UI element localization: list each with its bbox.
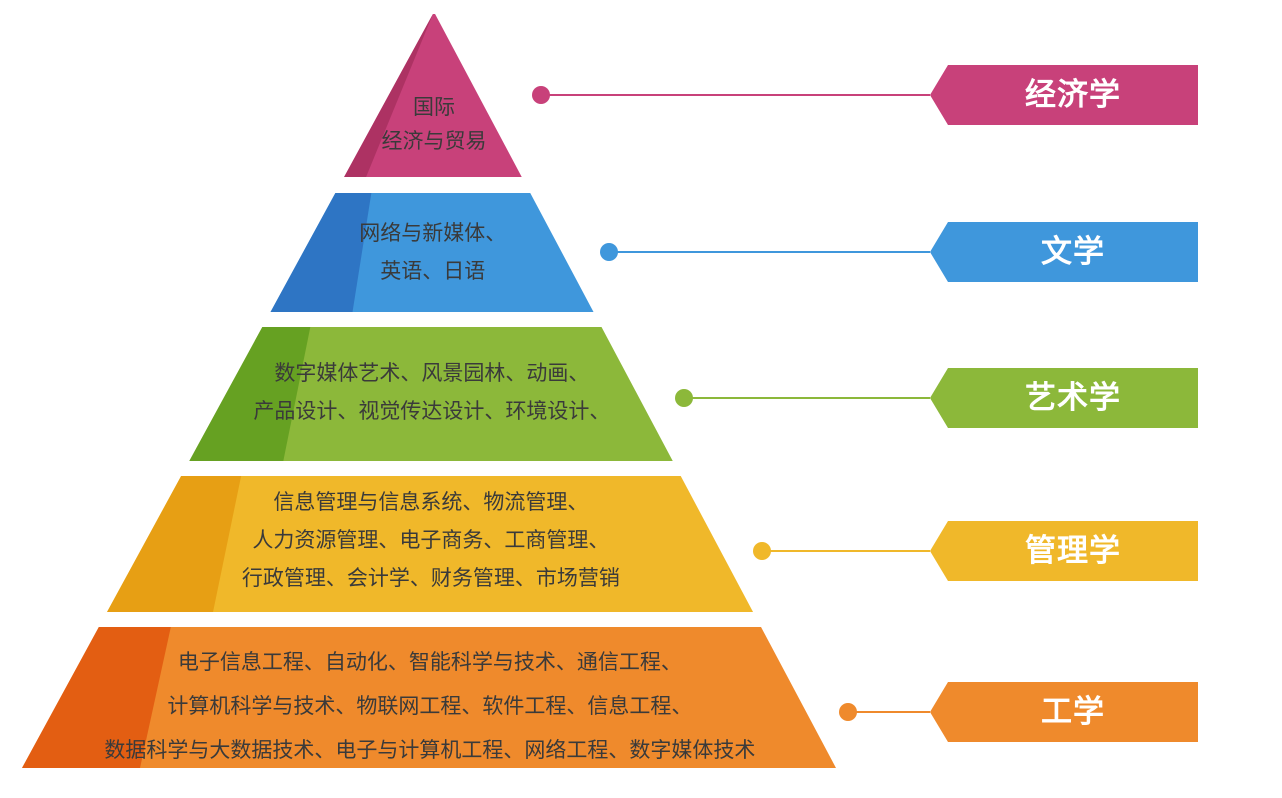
tier-management-facet bbox=[107, 476, 242, 612]
tier-engineering-facet bbox=[22, 627, 171, 768]
tier-art-label-banner bbox=[930, 368, 1198, 428]
tier-art-majors-line: 数字媒体艺术、风景园林、动画、 bbox=[274, 361, 590, 385]
tier-engineering-dot bbox=[839, 703, 857, 721]
tier-engineering-majors: 电子信息工程、自动化、智能科学与技术、通信工程、计算机科学与技术、物联网工程、软… bbox=[104, 640, 755, 772]
tier-literature-label: 文学 bbox=[1041, 234, 1105, 270]
tier-literature-majors-line: 英语、日语 bbox=[380, 259, 486, 283]
tier-economics-majors: 国际经济与贸易 bbox=[382, 90, 487, 158]
tier-art-majors: 数字媒体艺术、风景园林、动画、产品设计、视觉传达设计、环境设计、 bbox=[253, 354, 610, 430]
tier-literature-majors-line: 网络与新媒体、 bbox=[359, 221, 507, 245]
tier-economics-shape bbox=[344, 14, 522, 177]
tier-management-majors-line: 信息管理与信息系统、物流管理、 bbox=[273, 490, 589, 514]
tier-art-majors-line: 产品设计、视觉传达设计、环境设计、 bbox=[253, 399, 611, 423]
tier-management-majors: 信息管理与信息系统、物流管理、人力资源管理、电子商务、工商管理、行政管理、会计学… bbox=[242, 483, 620, 597]
tier-literature-label-banner bbox=[930, 222, 1198, 282]
tier-management-majors-line: 行政管理、会计学、财务管理、市场营销 bbox=[241, 566, 620, 590]
tier-management-label-banner bbox=[930, 521, 1198, 581]
tier-literature-majors: 网络与新媒体、英语、日语 bbox=[359, 214, 506, 290]
tier-economics-majors-line: 经济与贸易 bbox=[381, 129, 487, 153]
tier-art-facet bbox=[189, 327, 311, 461]
tier-engineering-majors-line: 电子信息工程、自动化、智能科学与技术、通信工程、 bbox=[177, 650, 682, 674]
tier-management-label: 管理学 bbox=[1025, 533, 1121, 569]
tier-management-shape bbox=[107, 476, 754, 612]
tier-art-dot bbox=[675, 389, 693, 407]
tier-economics-label-banner bbox=[930, 65, 1198, 125]
tier-art-shape bbox=[189, 327, 673, 461]
tier-literature-facet bbox=[270, 193, 372, 312]
tier-economics-dot bbox=[532, 86, 550, 104]
tier-management-dot bbox=[753, 542, 771, 560]
tier-art-label: 艺术学 bbox=[1025, 380, 1121, 416]
tier-literature-dot bbox=[600, 243, 618, 261]
tier-economics-majors-line: 国际 bbox=[413, 95, 455, 119]
tier-engineering-majors-line: 计算机科学与技术、物联网工程、软件工程、信息工程、 bbox=[167, 694, 693, 718]
tier-management-majors-line: 人力资源管理、电子商务、工商管理、 bbox=[252, 528, 610, 552]
tier-engineering-majors-line: 数据科学与大数据技术、电子与计算机工程、网络工程、数字媒体技术 bbox=[104, 738, 756, 762]
tier-engineering-label-banner bbox=[930, 682, 1198, 742]
tier-economics-label: 经济学 bbox=[1025, 77, 1121, 113]
tier-engineering-label: 工学 bbox=[1041, 694, 1105, 730]
tier-engineering-shape bbox=[22, 627, 836, 768]
tier-economics-facet bbox=[344, 14, 433, 177]
